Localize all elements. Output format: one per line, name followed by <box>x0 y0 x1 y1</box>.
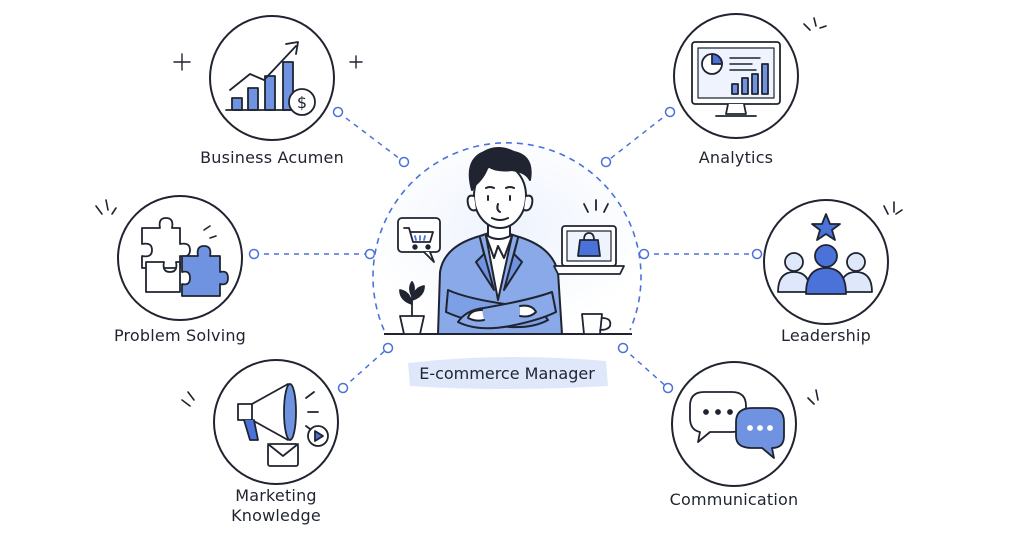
monitor-dashboard-icon <box>691 41 781 117</box>
manager-figure <box>437 147 563 335</box>
label-marketing-knowledge: Marketing Knowledge <box>231 486 321 525</box>
connector-lines <box>254 111 757 389</box>
sparkle-icons <box>173 53 363 71</box>
connector-business-acumen <box>337 111 405 163</box>
label-problem-solving: Problem Solving <box>113 326 247 345</box>
puzzle-pieces-icon <box>141 217 229 297</box>
speech-bubbles-icon <box>689 391 785 459</box>
connector-dots <box>248 106 763 394</box>
sparkle-lines-analytics <box>803 17 827 31</box>
coffee-mug-icon <box>581 313 612 335</box>
sparkle-lines-leadership <box>883 201 903 215</box>
center-title: E-commerce Manager <box>419 363 595 383</box>
svg-text:$: $ <box>297 93 307 112</box>
sparkle-lines-communication <box>807 389 819 405</box>
potted-plant-icon <box>399 281 425 335</box>
center-label-highlight <box>408 356 608 389</box>
sparkle-lines-marketing <box>181 391 195 407</box>
megaphone-icon <box>237 383 329 467</box>
growth-chart-dollar-icon: $ <box>225 41 316 116</box>
team-star-icon <box>777 213 873 295</box>
connector-analytics <box>605 111 671 163</box>
sparkle-lines-problem <box>95 199 217 239</box>
label-analytics: Analytics <box>698 148 774 167</box>
label-communication: Communication <box>669 490 799 509</box>
label-business-acumen: Business Acumen <box>200 148 344 167</box>
shopping-cart-icon <box>397 217 441 263</box>
laptop-shopping-bag-icon <box>553 199 625 275</box>
label-leadership: Leadership <box>781 326 871 345</box>
connector-communication <box>622 347 669 389</box>
connector-marketing <box>342 347 389 389</box>
